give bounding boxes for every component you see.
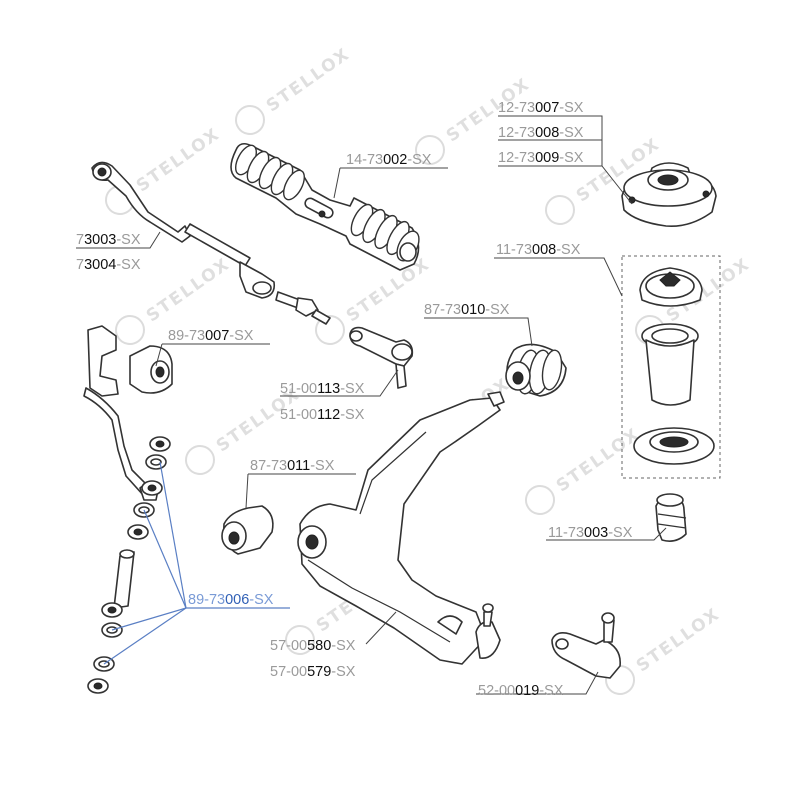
label-52-00019: 52-00019-SX <box>478 683 564 699</box>
label-73003: 73003-SX <box>76 232 141 248</box>
link-washer-stack <box>87 436 171 694</box>
label-12-73009: 12-73009-SX <box>498 150 584 166</box>
label-89-73006: 89-73006-SX <box>188 592 274 608</box>
label-57-00580: 57-00580-SX <box>270 638 356 654</box>
arm-bushing-front <box>221 505 274 555</box>
lower-control-arm <box>297 391 505 665</box>
ball-joint <box>551 612 621 679</box>
label-73004: 73004-SX <box>76 257 141 273</box>
watermark-text: STELLOX <box>553 424 644 496</box>
label-14-73002: 14-73002-SX <box>346 152 432 168</box>
label-87-73011: 87-73011-SX <box>250 458 335 474</box>
watermark-text: STELLOX <box>263 44 354 116</box>
strut-kit-parts <box>633 267 715 465</box>
strut-kit-box <box>621 255 721 479</box>
watermark-text: STELLOX <box>633 604 724 676</box>
label-11-73003: 11-73003-SX <box>548 525 633 541</box>
arm-bushing-rear <box>505 343 567 397</box>
stabilizer-bushing <box>129 345 173 394</box>
tie-rod-assembly <box>91 161 331 325</box>
label-12-73008: 12-73008-SX <box>498 125 584 141</box>
label-51-00113: 51-00113-SX <box>280 381 365 397</box>
strut-top-mount <box>621 162 717 228</box>
label-51-00112: 51-00112-SX <box>280 407 365 423</box>
label-12-73007: 12-73007-SX <box>498 100 584 116</box>
watermark-text: STELLOX <box>343 254 434 326</box>
label-57-00579: 57-00579-SX <box>270 664 356 680</box>
label-11-73008: 11-73008-SX <box>496 242 581 258</box>
bump-stop <box>655 493 687 542</box>
watermark-text: STELLOX <box>143 254 234 326</box>
part-labels: 12-73007-SX 12-73008-SX 12-73009-SX 14-7… <box>76 100 633 699</box>
leader-lines <box>76 115 667 695</box>
label-89-73007: 89-73007-SX <box>168 328 254 344</box>
watermark-text: STELLOX <box>133 124 224 196</box>
steering-rack-boot <box>230 142 420 271</box>
label-87-73010: 87-73010-SX <box>424 302 510 318</box>
tie-rod-end <box>349 326 414 389</box>
